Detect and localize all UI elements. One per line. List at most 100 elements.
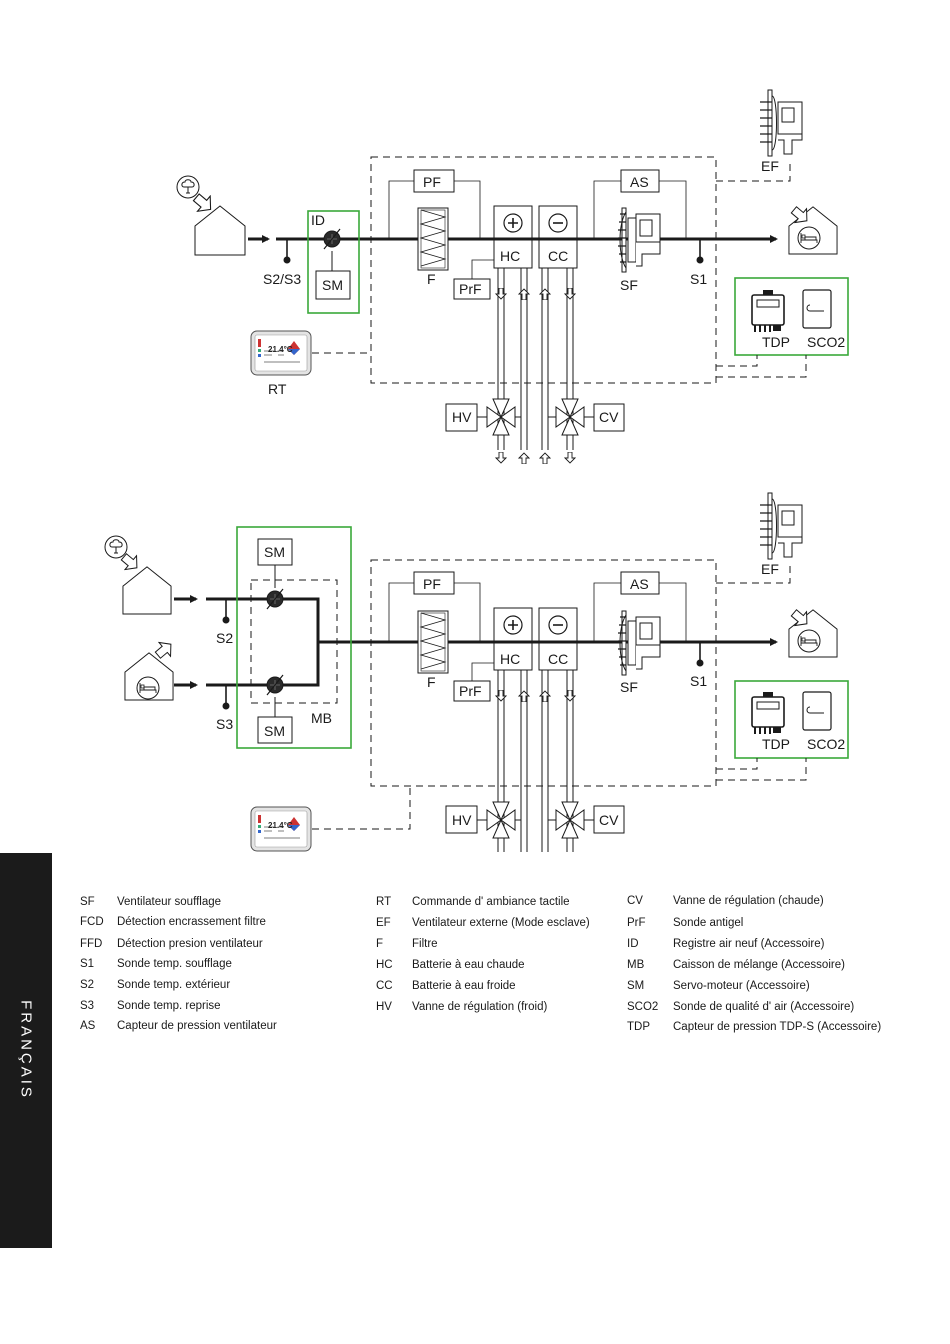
legend-code: S2 <box>80 979 95 991</box>
ahu-casing <box>370 156 717 384</box>
f-label: F <box>427 271 436 287</box>
s2-label: S2 <box>216 630 233 646</box>
hc-label-2: HC <box>500 651 520 667</box>
as-label: AS <box>630 174 649 190</box>
legend-code: HV <box>376 1001 392 1013</box>
filter-icon <box>417 207 449 271</box>
external-fan-icon <box>759 89 803 157</box>
id-accessory-box <box>307 210 360 314</box>
damper-top-icon <box>266 588 284 610</box>
outdoor-house-icon <box>194 205 246 256</box>
legend-description: Sonde temp. extérieur <box>117 979 231 991</box>
cc-label-2: CC <box>548 651 568 667</box>
legend-description: Registre air neuf (Accessoire) <box>673 938 825 950</box>
legend-description: Détection presion ventilateur <box>117 938 263 950</box>
id-damper-icon <box>323 228 341 250</box>
legend-code: PrF <box>627 917 646 929</box>
legend-code: CC <box>376 980 393 992</box>
legend-code: FCD <box>80 916 104 928</box>
legend-code: S3 <box>80 1000 95 1012</box>
filter-icon-2 <box>417 610 449 674</box>
f-label-2: F <box>427 674 436 690</box>
cv-valve-icon <box>555 398 585 436</box>
legend-description: Ventilateur soufflage <box>117 896 222 908</box>
legend-description: Commande d' ambiance tactile <box>412 896 570 908</box>
sm-top-box <box>257 538 293 566</box>
legend-code: HC <box>376 959 393 971</box>
hc-coil-2 <box>493 607 533 671</box>
outdoor-house-icon-2 <box>122 566 172 615</box>
s1-label: S1 <box>690 271 707 287</box>
bed-icon <box>797 226 821 250</box>
tree-icon-2 <box>104 535 128 559</box>
sm-label: SM <box>322 277 343 293</box>
s3-label: S3 <box>216 716 233 732</box>
external-fan-icon-2 <box>759 492 803 560</box>
sco2-label: SCO2 <box>807 334 845 350</box>
prf-label: PrF <box>459 281 482 297</box>
sm-bottom-label: SM <box>264 723 285 739</box>
supply-fan-icon <box>617 207 661 273</box>
legend-description: Filtre <box>412 938 438 950</box>
legend-description: Vanne de régulation (froid) <box>412 1001 548 1013</box>
legend-description: Batterie à eau froide <box>412 980 516 992</box>
legend-description: Caisson de mélange (Accessoire) <box>673 959 845 971</box>
sm-box <box>315 270 351 300</box>
s3-probe-icon <box>222 685 230 711</box>
legend-description: Sonde antigel <box>673 917 744 929</box>
sco2-device-icon-2 <box>802 691 832 731</box>
tdp-label-2: TDP <box>762 736 790 752</box>
legend-description: Batterie à eau chaude <box>412 959 525 971</box>
pf-label-2: PF <box>423 576 441 592</box>
sm-top-label: SM <box>264 544 285 560</box>
cv-valve-icon-2 <box>555 801 585 839</box>
legend-description: Sonde temp. reprise <box>117 1000 221 1012</box>
cv-label-2: CV <box>599 812 619 828</box>
mixing-ducts <box>206 597 760 687</box>
mb-accessory-box <box>236 526 352 749</box>
tdp-device-icon <box>751 289 785 333</box>
legend-description: Servo-moteur (Accessoire) <box>673 980 810 992</box>
mb-dashed <box>250 579 338 704</box>
diagram-1: S2/S3 ID SM PF F HC CC PrF AS <box>176 89 849 464</box>
cv-box-2 <box>593 805 625 834</box>
s1-probe-icon <box>696 239 704 265</box>
damper-bottom-icon <box>266 674 284 696</box>
bed-icon-2 <box>136 676 160 700</box>
s1-label-2: S1 <box>690 673 707 689</box>
hv-valve-icon-2 <box>486 801 516 839</box>
rt-temp: 21.4°C <box>268 345 293 354</box>
legend-description: Sonde de qualité d' air (Accessoire) <box>673 1001 855 1013</box>
legend-code: SF <box>80 896 95 908</box>
legend-description: Vanne de régulation (chaude) <box>673 895 824 907</box>
legend-code: SM <box>627 980 645 992</box>
sco2-device-icon <box>802 289 832 329</box>
legend-description: Capteur de pression TDP-S (Accessoire) <box>673 1021 882 1033</box>
legend-code: CV <box>627 895 643 907</box>
hv-label: HV <box>452 409 472 425</box>
legend-description: Sonde temp. soufflage <box>117 958 232 970</box>
hv-valve-icon <box>486 398 516 436</box>
pf-box-2 <box>413 571 455 595</box>
ahu-casing-2 <box>370 559 717 787</box>
pf-box <box>413 169 455 193</box>
hv-box-2 <box>445 805 478 834</box>
tdp-device-icon-2 <box>751 691 785 735</box>
legend-column-3: CV Vanne de régulation (chaude) PrF Sonde a… <box>627 895 917 1045</box>
legend-code: FFD <box>80 938 103 950</box>
supply-fan-icon-2 <box>617 610 661 676</box>
legend-code: ID <box>627 938 639 950</box>
rt-temp-2: 21.4°C <box>268 821 293 830</box>
s2-probe-icon <box>222 599 230 625</box>
legend-code: EF <box>376 917 391 929</box>
language-tab <box>0 853 52 1248</box>
cc-label: CC <box>548 248 568 264</box>
legend-code: SCO2 <box>627 1001 659 1013</box>
sm-bottom-box <box>257 716 293 744</box>
as-box <box>620 169 660 193</box>
prf-label-2: PrF <box>459 683 482 699</box>
as-box-2 <box>620 571 660 595</box>
